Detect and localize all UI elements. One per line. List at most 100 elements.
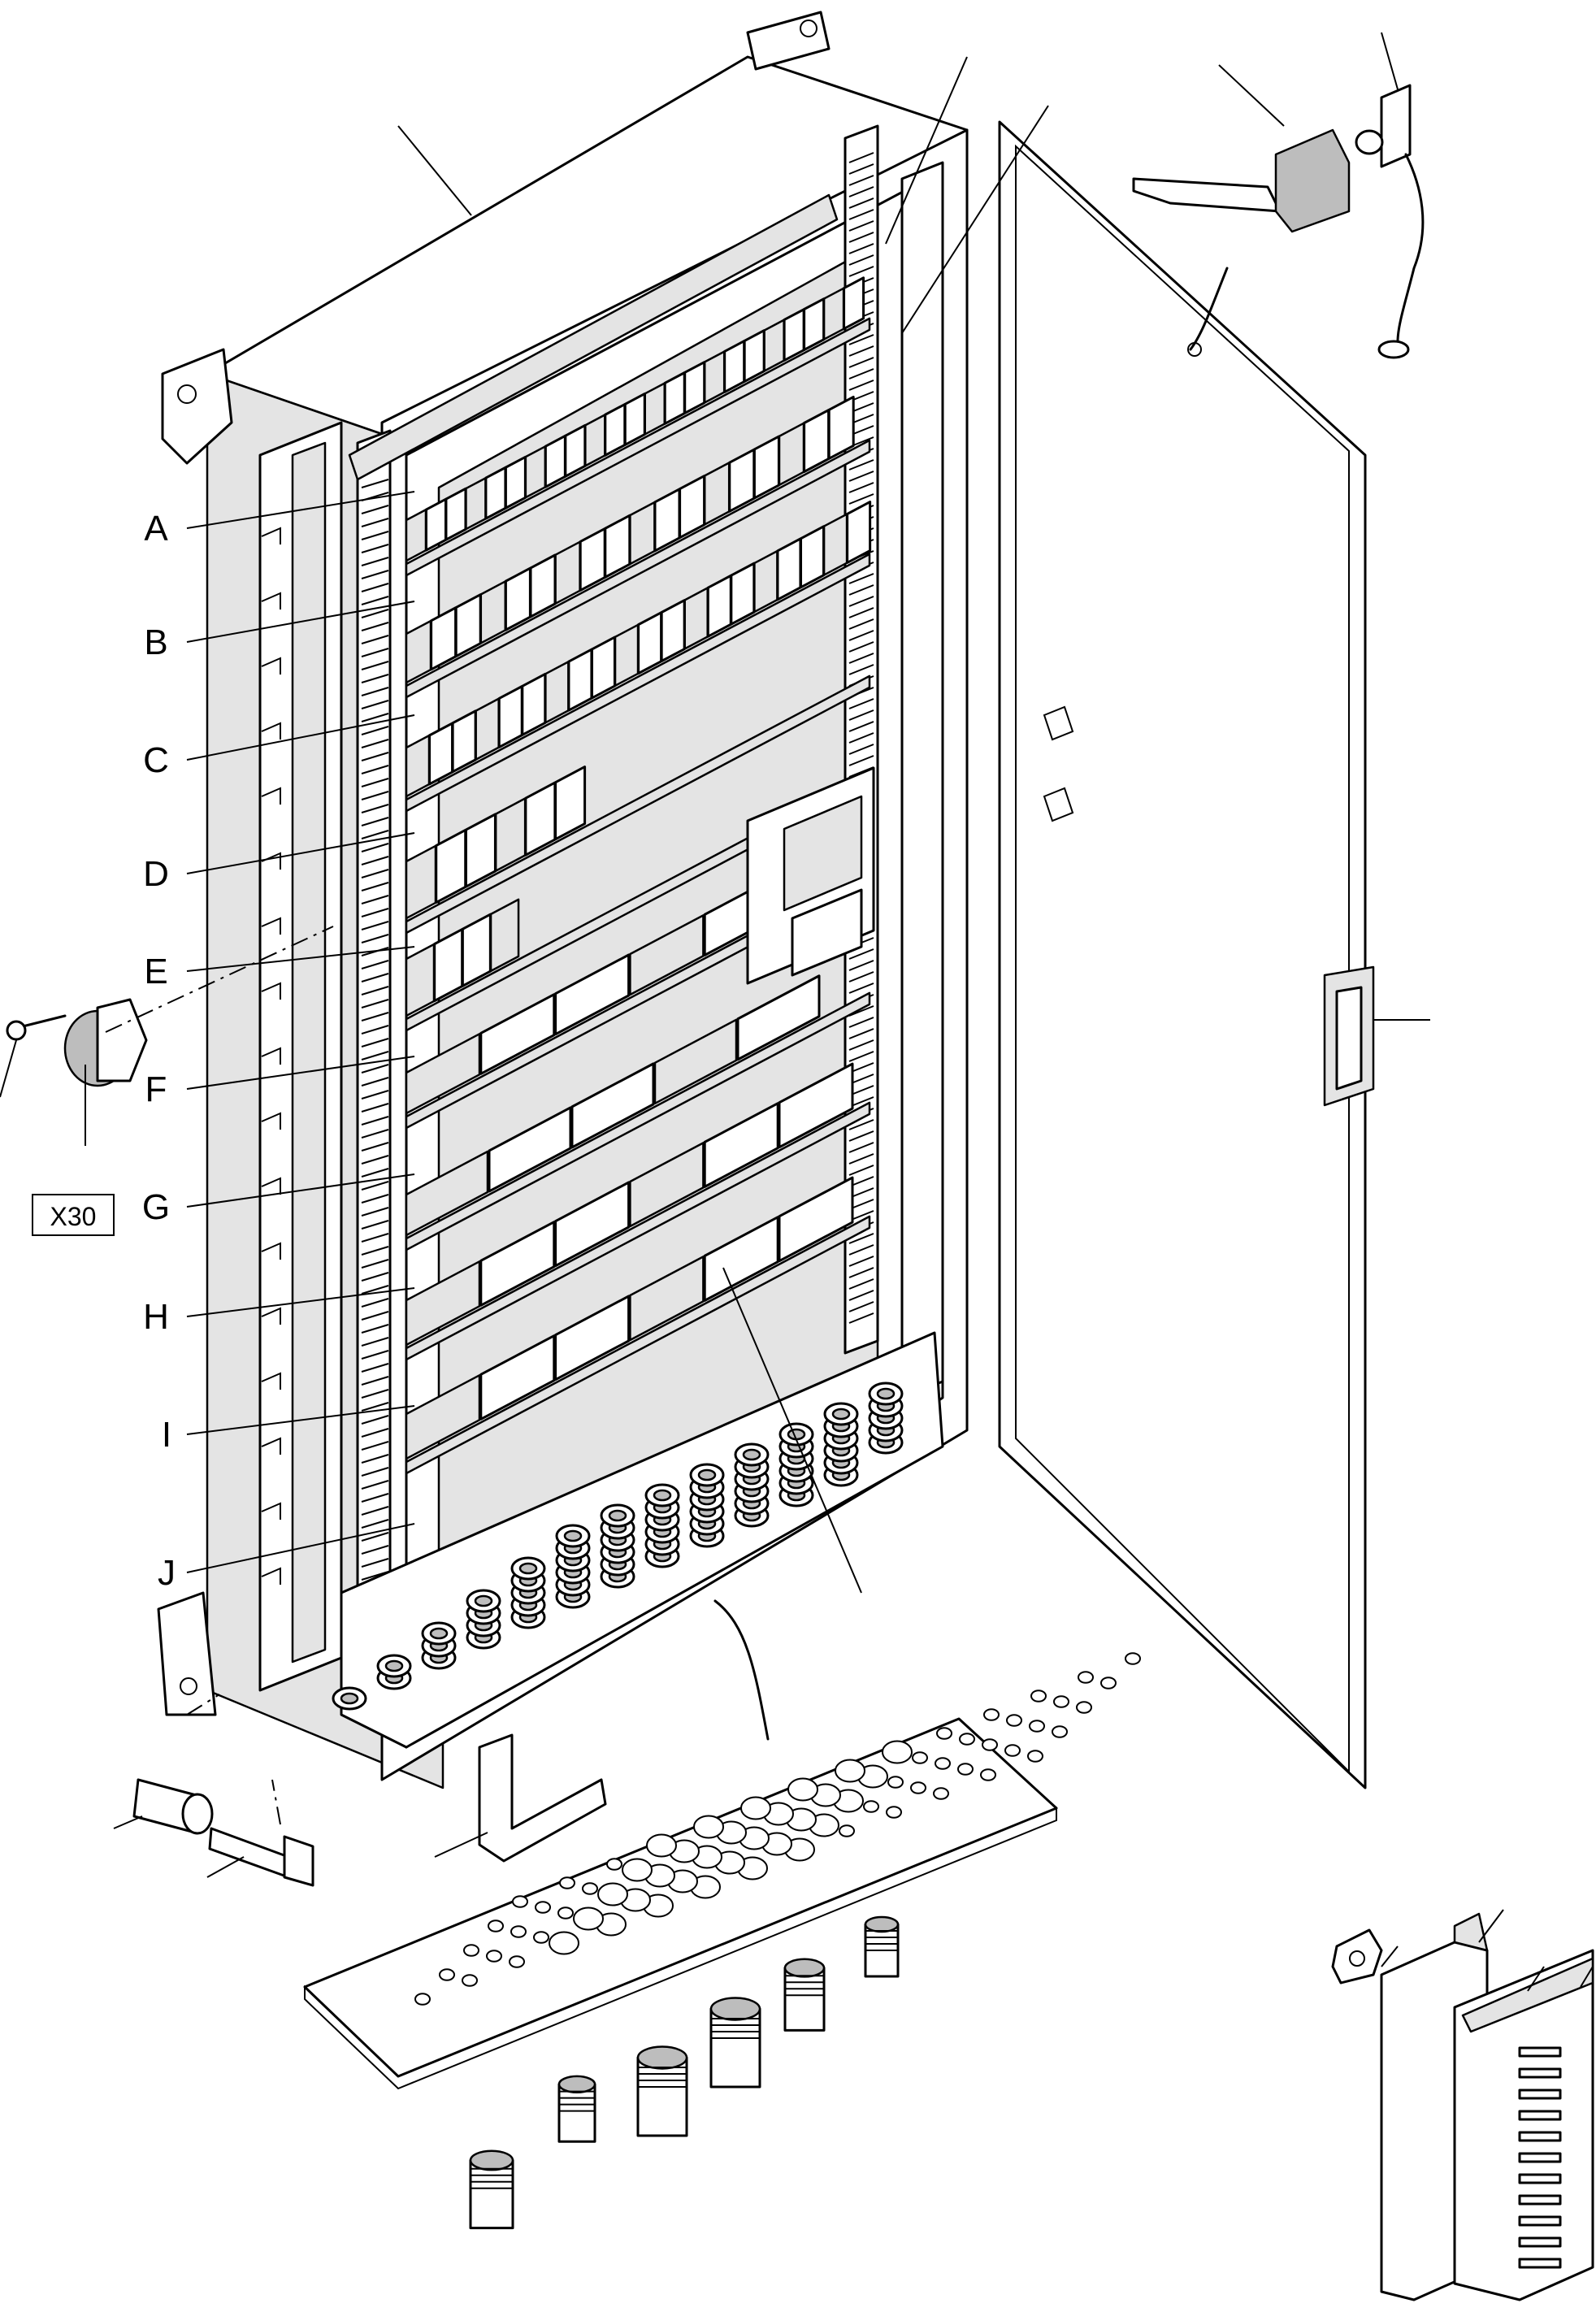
rail-slot <box>361 1415 389 1425</box>
plate-hole <box>414 1993 431 2006</box>
rail-slot <box>361 804 389 813</box>
rail-clip <box>261 527 281 544</box>
profile-slot <box>1518 2173 1562 2184</box>
component-module <box>623 393 646 446</box>
rail-slot <box>361 1441 389 1451</box>
rail-slot <box>361 1467 389 1477</box>
rail-clip <box>261 657 281 675</box>
rail-slot <box>361 596 389 605</box>
component-module <box>445 487 467 541</box>
rail-slot <box>848 175 874 186</box>
rail-slot <box>848 732 874 744</box>
gland-nuts <box>332 1382 904 1711</box>
rail-slot <box>361 1337 389 1347</box>
rail-slot <box>848 1256 874 1267</box>
plate-hole <box>463 1944 479 1957</box>
component-module <box>683 587 709 650</box>
rail-slot <box>848 471 874 482</box>
gland-nut-bore <box>876 1387 896 1400</box>
gland-nut-bore <box>474 1594 493 1607</box>
rail-slot <box>848 1017 874 1028</box>
rail-slot <box>848 584 874 596</box>
profile-slot <box>1518 2152 1562 2163</box>
rail-slot <box>361 479 389 488</box>
component-module <box>489 898 520 973</box>
rail-slot <box>361 1311 389 1321</box>
rail-slot <box>361 1493 389 1503</box>
rail-slot <box>361 1376 389 1386</box>
rail-slot <box>848 1290 874 1301</box>
plate-hole <box>1027 1750 1043 1763</box>
rail-slot <box>848 1153 874 1165</box>
cable-glands <box>469 1915 900 2230</box>
gland-nut-bore <box>563 1529 583 1542</box>
rail-slot <box>361 1558 389 1568</box>
rail-slot <box>361 1142 389 1152</box>
component-module <box>584 414 606 467</box>
component-module <box>778 1062 854 1149</box>
component-module <box>753 549 778 614</box>
component-module <box>629 914 705 996</box>
rail-slot <box>848 1233 874 1244</box>
plate-hole <box>573 1906 604 1931</box>
component-module <box>614 623 640 688</box>
cable-gland-thread <box>864 1915 900 1933</box>
component-module <box>703 1216 779 1302</box>
plate-hole <box>863 1800 879 1813</box>
rail-slot <box>361 1363 389 1373</box>
rail-slot <box>361 765 389 774</box>
component-module <box>554 953 631 1036</box>
rail-slot <box>361 1389 389 1399</box>
plate-hole <box>1053 1695 1069 1708</box>
rail-slot <box>848 1278 874 1290</box>
rail-slot <box>361 830 389 839</box>
gland-nut-bore <box>697 1468 717 1481</box>
rail-slot <box>848 232 874 243</box>
rail-slot <box>361 1103 389 1113</box>
rail-slot <box>848 1130 874 1142</box>
rail-slot <box>361 726 389 735</box>
plate-hole <box>839 1824 855 1837</box>
rail-slot <box>361 1246 389 1256</box>
component-module <box>465 477 487 531</box>
rail-slot <box>848 664 874 675</box>
component-module <box>778 1176 854 1263</box>
component-module <box>803 297 826 352</box>
component-module <box>736 974 821 1061</box>
rail-slot <box>848 380 874 391</box>
rail-slot <box>361 934 389 943</box>
rail-slot <box>361 1129 389 1139</box>
component-module <box>405 1033 481 1115</box>
plate-hole <box>1100 1677 1117 1690</box>
plate-hole <box>486 1950 502 1963</box>
plate-hole <box>910 1781 926 1794</box>
rail-slot <box>848 960 874 971</box>
plate-hole <box>912 1751 928 1764</box>
component-rows <box>405 276 872 1475</box>
x30-badge-text: X30 <box>50 1202 97 1231</box>
rail-slot <box>361 661 389 670</box>
component-module <box>521 672 547 736</box>
rail-slot <box>848 573 874 584</box>
rail-slot <box>848 709 874 721</box>
component-module <box>723 340 746 393</box>
plate-hole <box>980 1768 996 1781</box>
component-module <box>479 1334 556 1421</box>
plate-hole <box>606 1858 622 1871</box>
component-module <box>451 709 477 774</box>
label-b: B <box>144 622 167 662</box>
rail-slot <box>361 1454 389 1464</box>
plate-hole <box>1076 1701 1092 1714</box>
component-module <box>428 722 454 786</box>
rail-slot <box>361 1181 389 1191</box>
label-c: C <box>143 740 169 780</box>
rail-slot <box>361 583 389 592</box>
gland-nut-bore <box>831 1408 851 1421</box>
rail-slot <box>848 618 874 630</box>
gland-nut-bore <box>787 1428 806 1441</box>
rail-slot <box>361 973 389 982</box>
rail-slot <box>848 459 874 471</box>
plate-hole <box>512 1895 528 1908</box>
rail-slot <box>848 755 874 766</box>
plate-hole <box>533 1931 549 1944</box>
